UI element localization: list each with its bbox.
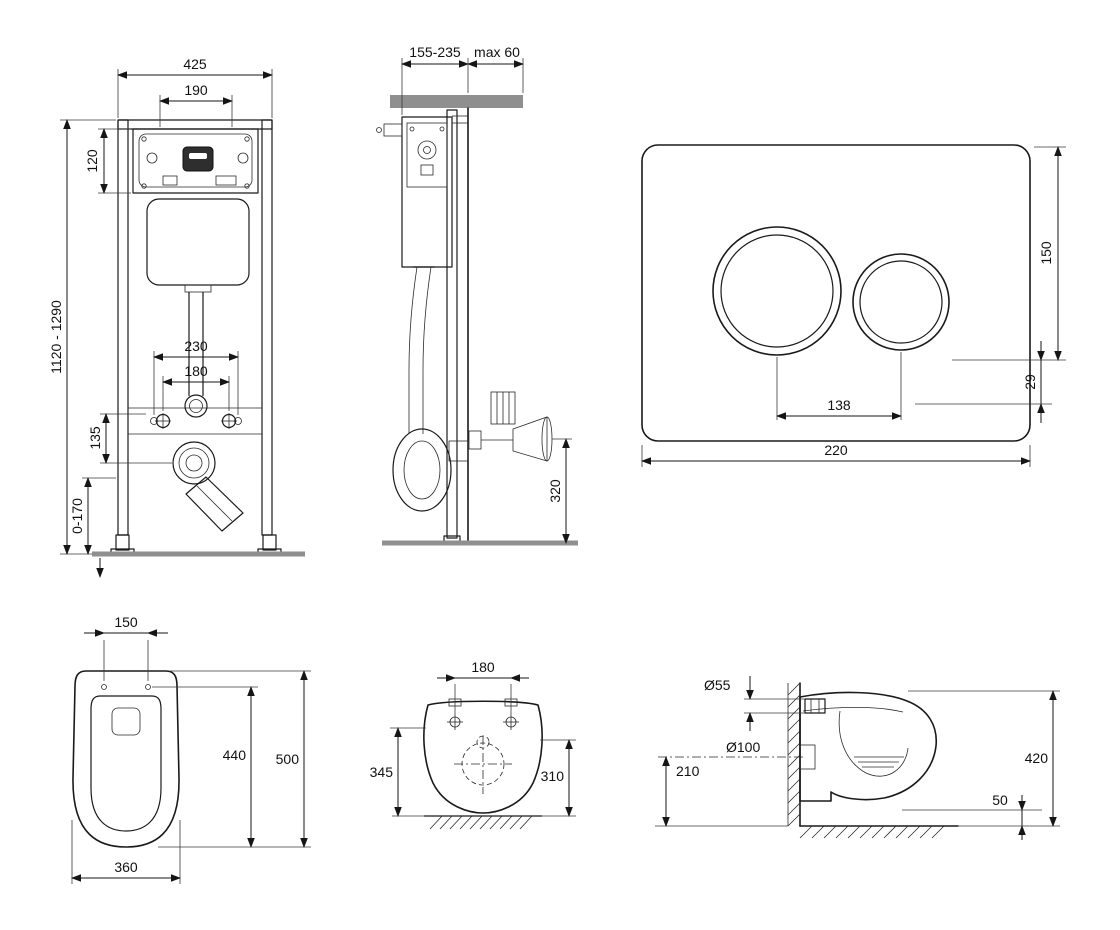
bowl-top-geometry [72, 670, 180, 848]
outlet-marking [454, 735, 512, 794]
inlet-spud [804, 698, 826, 714]
dim-label-outlet-height: 320 [547, 479, 563, 503]
bowl-side-geometry [787, 682, 959, 839]
hinge-hole-right [145, 684, 151, 690]
frame-side-rail [446, 109, 458, 539]
frame-front-geometry [92, 119, 305, 578]
flush-button-large [712, 226, 842, 356]
dim-label-fixing-centres-outer: 230 [184, 338, 208, 354]
dim-cistern-opening-height: 120 [84, 128, 131, 194]
dim-overall-height: 420 [908, 690, 1060, 827]
dim-label-overall-height: 420 [1025, 750, 1049, 766]
wall-hatch [787, 682, 801, 827]
dim-label-bowl-width: 360 [114, 859, 138, 875]
ground-hatch-front [424, 815, 542, 830]
dim-bottom-gap: 50 [902, 792, 1042, 840]
dim-bowl-depth: 500 [158, 670, 311, 848]
dim-seat-hinge-centres: 150 [84, 614, 168, 681]
flush-plate-body [641, 144, 1031, 442]
hinge-hole-left [101, 684, 107, 690]
drain-outlet [172, 441, 244, 532]
wall-top-bar [390, 95, 523, 108]
frame-front-view: 425 190 120 1120 - 1290 230 [48, 56, 305, 578]
dim-label-button-offset: 29 [1022, 374, 1038, 390]
seat-opening [90, 695, 162, 832]
bowl-outline-side [799, 691, 937, 802]
bowl-front-view: 180 345 310 [370, 659, 576, 830]
dim-outlet-axis-height: 210 [655, 756, 788, 827]
bowl-top-view: 150 440 500 360 [71, 614, 311, 884]
dim-frame-width: 425 [117, 56, 273, 118]
dim-foot-adjustment: 0-170 [69, 477, 116, 555]
dim-outlet-drop: 135 [87, 413, 172, 464]
dim-label-outlet-drop: 135 [87, 426, 103, 450]
dim-label-plate-height: 150 [1038, 241, 1054, 265]
dim-label-bottom-gap: 50 [992, 792, 1008, 808]
frame-side-geometry [376, 95, 578, 546]
bowl-front-geometry [423, 698, 543, 830]
dim-label-bowl-depth: 500 [276, 751, 300, 767]
dim-label-height-left: 345 [370, 764, 394, 780]
frame-left-rail [117, 119, 129, 536]
frame-top-bar [117, 119, 273, 130]
dim-button-offset: 29 [915, 341, 1052, 423]
flush-plate-geometry [641, 144, 1031, 442]
dim-fixing-centres-inner: 180 [162, 363, 230, 411]
cistern-side [376, 115, 468, 268]
dim-outlet-diameter: Ø100 [658, 739, 806, 758]
dim-fixing-centres: 180 [437, 659, 529, 714]
dim-cistern-opening-width: 190 [159, 82, 233, 127]
dim-label-inlet-diameter: Ø55 [704, 677, 731, 693]
bowl-side-view: Ø55 Ø100 210 420 50 [655, 676, 1060, 840]
dim-bowl-width: 360 [71, 820, 181, 884]
dim-label-button-centres: 138 [827, 397, 851, 413]
outlet-fitting [468, 391, 553, 462]
dim-label-height-right: 310 [541, 768, 565, 784]
dim-label-cistern-opening-height: 120 [84, 149, 100, 173]
fixing-hole-right [503, 714, 519, 730]
dim-height-left: 345 [370, 727, 426, 817]
frame-right-rail [261, 119, 273, 536]
dim-label-plate-width: 220 [824, 442, 848, 458]
dim-button-centres: 138 [776, 352, 902, 420]
dim-label-outlet-diameter: Ø100 [726, 739, 760, 755]
fixing-hole-left [447, 714, 463, 730]
dim-label-cistern-opening-width: 190 [184, 82, 208, 98]
dim-label-outlet-axis-height: 210 [676, 763, 700, 779]
dim-label-depth-to-hinge: 440 [223, 747, 247, 763]
dim-outlet-height: 320 [547, 438, 572, 544]
dim-plate-width: 220 [641, 442, 1031, 467]
flush-pipe-outlet [184, 394, 208, 418]
frame-side-view: 155-235 max 60 320 [376, 44, 578, 546]
bowl-outline-top [72, 670, 180, 848]
dim-label-max-panel-offset: max 60 [474, 44, 520, 60]
dim-label-seat-hinge-centres: 150 [114, 614, 138, 630]
bowl-outline-front [423, 700, 543, 814]
dim-depth-to-hinge: 440 [152, 686, 258, 848]
dim-fixing-centres-outer: 230 [153, 338, 239, 415]
frame-left-foot [115, 534, 130, 551]
dim-plate-height: 150 [952, 146, 1066, 361]
flush-opening [111, 707, 141, 736]
flush-bend-side [392, 266, 469, 512]
dim-label-fixing-centres: 180 [471, 659, 495, 675]
cistern-service-box [132, 128, 259, 194]
concealed-tank [146, 198, 250, 286]
dim-frame-height-range: 1120 - 1290 [48, 119, 116, 555]
flush-plate-view: 150 29 138 220 [641, 144, 1066, 467]
frame-right-foot [262, 534, 277, 551]
dim-label-foot-adjustment: 0-170 [69, 498, 85, 534]
ground-hatch-side [799, 825, 959, 839]
dim-label-frame-width: 425 [183, 56, 207, 72]
dim-max-panel-offset: max 60 [467, 44, 524, 93]
dim-inlet-diameter: Ø55 [704, 676, 805, 731]
dim-height-right: 310 [540, 739, 576, 817]
dim-label-frame-depth-range: 155-235 [409, 44, 461, 60]
flush-button-small [852, 253, 950, 351]
fixing-bolts [150, 413, 242, 429]
dim-label-frame-height-range: 1120 - 1290 [48, 300, 64, 374]
dim-label-fixing-centres-inner: 180 [184, 363, 208, 379]
